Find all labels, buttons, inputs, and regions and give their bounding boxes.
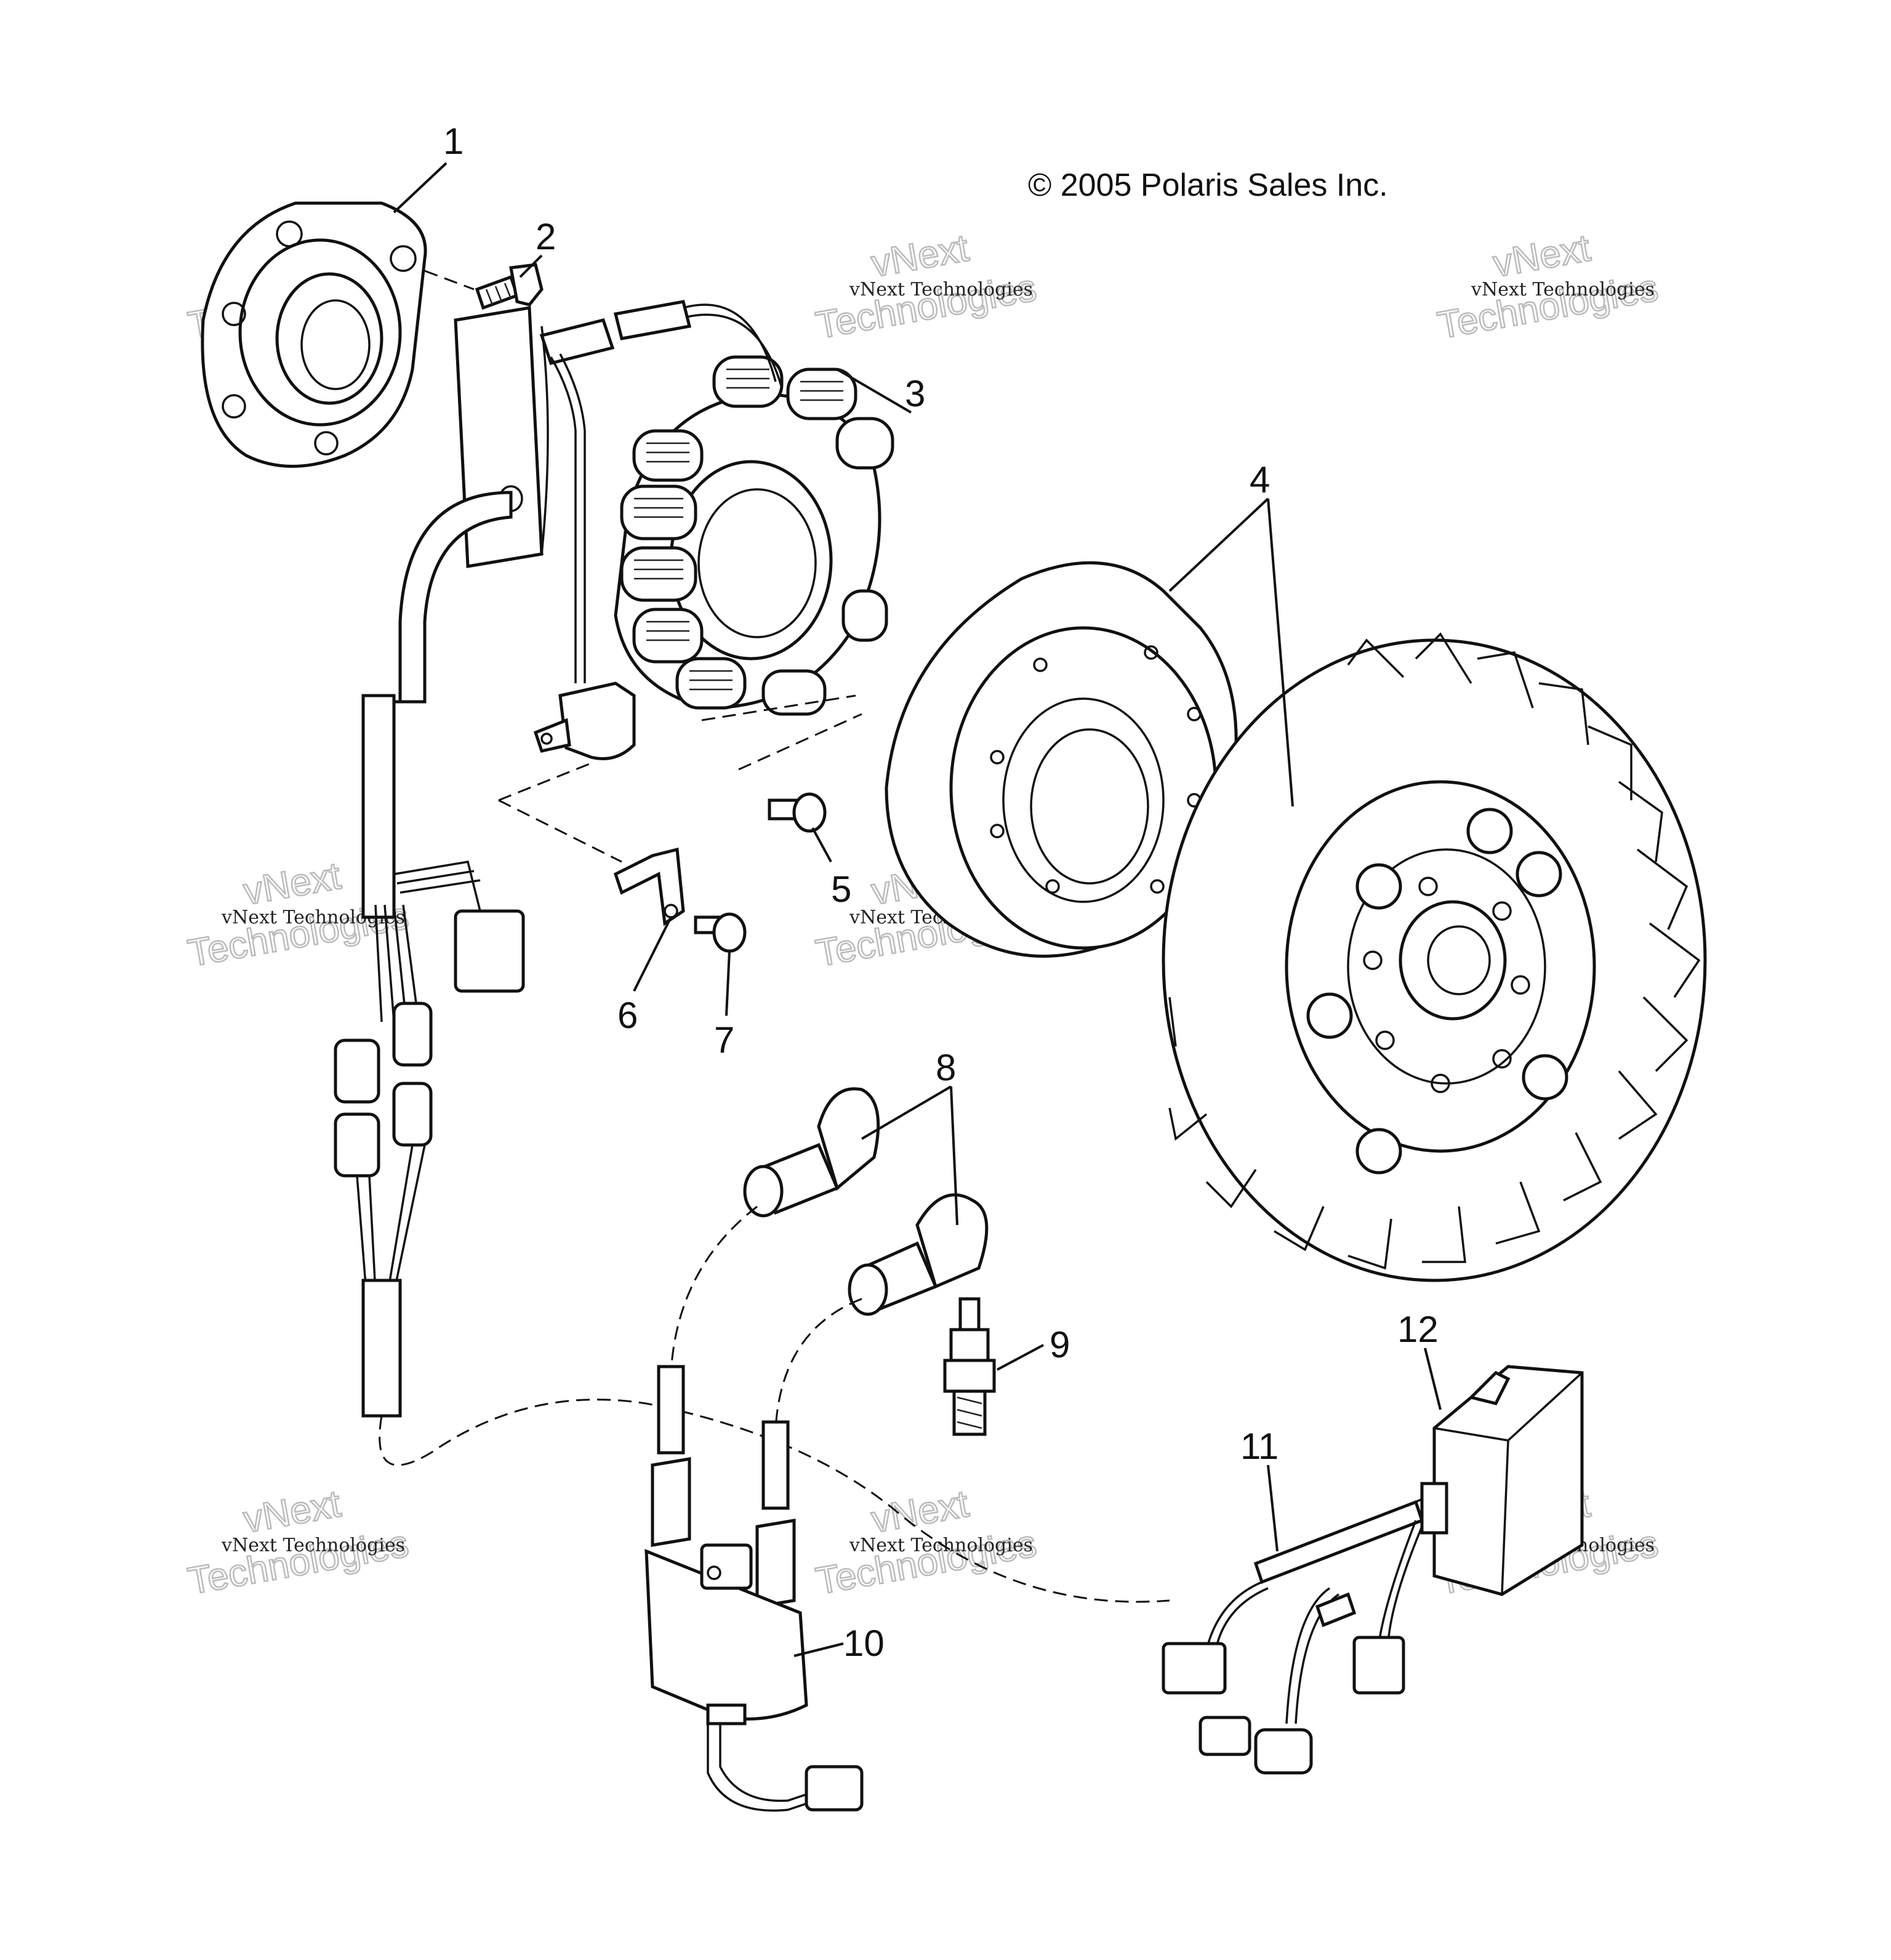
copyright-text: © 2005 Polaris Sales Inc. xyxy=(1028,167,1388,203)
callout-12: 12 xyxy=(1397,1309,1439,1350)
callout-8: 8 xyxy=(936,1047,956,1088)
watermark-line1: vNext xyxy=(1490,227,1593,285)
callout-7: 7 xyxy=(714,1019,734,1061)
watermark-small: vNext Technologies xyxy=(849,279,1033,300)
watermark-small: vNext Technologies xyxy=(849,1535,1033,1556)
callout-11: 11 xyxy=(1240,1426,1279,1467)
watermark-top-right: vNext Technologies vNext Technologies xyxy=(1434,226,1662,348)
part-8-spark-plug-caps xyxy=(743,1087,989,1316)
part-11-sub-harness xyxy=(1162,1482,1469,1775)
part-4-fan xyxy=(1162,632,1707,1282)
leader-lines xyxy=(393,162,1442,1657)
watermark-top-center: vNext Technologies vNext Technologies xyxy=(812,226,1040,348)
callout-labels: 1 2 3 4 5 6 7 8 9 10 11 12 xyxy=(443,121,1439,1664)
part-10-ignition-coil xyxy=(644,1365,864,1812)
watermark-line1: vNext xyxy=(868,1482,971,1541)
part-6-bracket xyxy=(613,847,685,926)
part-12-cdi-box xyxy=(1420,1365,1584,1596)
callout-3: 3 xyxy=(905,373,925,414)
fan-bolts xyxy=(1306,808,1568,1175)
stator-coils xyxy=(620,355,894,716)
callout-5: 5 xyxy=(831,869,851,910)
part-4-flywheel xyxy=(885,561,1238,958)
watermark-line1: vNext xyxy=(240,1482,343,1541)
part-1-mounting-plate xyxy=(201,201,427,468)
watermark-bottom-center: vNext Technologies vNext Technologies xyxy=(812,1482,1040,1604)
watermark-small: vNext Technologies xyxy=(221,1535,405,1556)
callout-10: 10 xyxy=(843,1623,885,1664)
watermark-small: vNext Technologies xyxy=(1471,279,1655,300)
part-5-screw xyxy=(768,792,827,833)
part-9-spark-plug xyxy=(943,1297,996,1436)
main-wire-harness xyxy=(334,306,549,1418)
callout-1: 1 xyxy=(443,121,464,162)
fan-blades xyxy=(1168,632,1701,1270)
part-7-screw xyxy=(694,912,747,953)
callout-6: 6 xyxy=(617,995,638,1036)
part-2-bolt xyxy=(475,263,544,310)
callout-4: 4 xyxy=(1250,459,1270,500)
callout-2: 2 xyxy=(536,216,556,257)
part-3-stator xyxy=(533,300,894,760)
watermark-line1: vNext xyxy=(868,227,971,285)
callout-9: 9 xyxy=(1050,1324,1070,1365)
watermark-bottom-left: vNext Technologies vNext Technologies xyxy=(184,1482,412,1604)
watermark-line1: vNext xyxy=(240,854,343,913)
